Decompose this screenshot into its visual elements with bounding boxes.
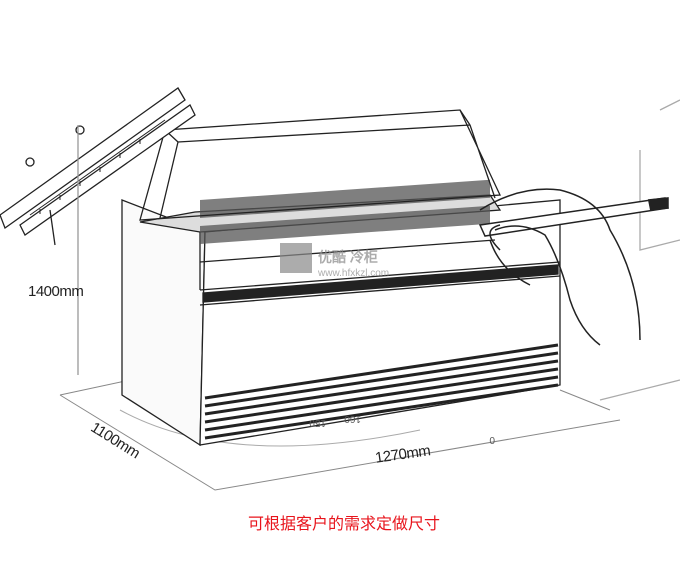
- watermark-logo: 优酷 冷柜 www.hfxkzl.com: [280, 243, 389, 279]
- height-dimension-label: 1400mm: [28, 283, 84, 300]
- hand-with-pencil: [478, 188, 669, 346]
- svg-text:0: 0: [489, 434, 495, 445]
- floor-outline: [59, 379, 621, 491]
- svg-text:150: 150: [309, 417, 326, 428]
- svg-text:160: 160: [344, 413, 361, 424]
- front-grille: [204, 343, 559, 440]
- ruler-left: [0, 87, 196, 246]
- svg-text:www.hfxkzl.com: www.hfxkzl.com: [317, 268, 389, 279]
- ice-cream-pans: [200, 179, 490, 245]
- custom-size-caption: 可根据客户的需求定做尺寸: [248, 516, 441, 533]
- glass-canopy: [139, 109, 501, 221]
- cabinet-left-side: [121, 199, 206, 447]
- ruler-right: [599, 99, 680, 401]
- svg-text:优酷 冷柜: 优酷 冷柜: [318, 249, 378, 265]
